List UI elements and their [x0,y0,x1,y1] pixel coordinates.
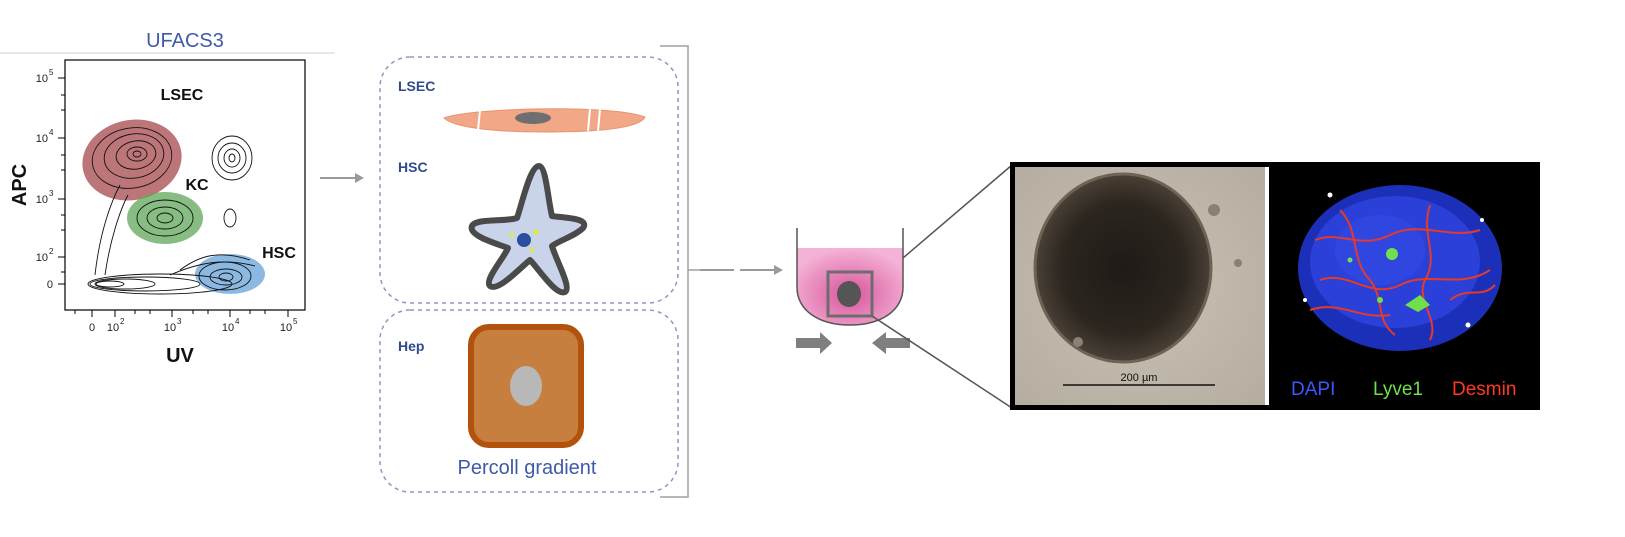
contour-lines [87,127,256,295]
x-tick-3-exp: 3 [177,317,182,326]
rotation-arrow-left [796,332,832,354]
x-tick-5: 10 [280,322,292,334]
flow-cytometry-panel: UFACS3 APC UV 0 10 2 10 3 10 4 10 5 [0,30,335,367]
x-axis-label: UV [166,345,194,367]
bracket [660,45,700,498]
hsc-cell-icon [468,163,588,296]
legend-dapi: DAPI [1291,379,1335,400]
flow-title: UFACS3 [146,30,224,52]
microscopy-panel: 200 µm [1010,162,1540,410]
label-cell-hsc: HSC [398,159,428,175]
x-tick-4: 10 [222,322,234,334]
lsec-cell-icon [443,108,646,133]
cell-types-panel: LSEC HSC Hep Percoll gradient [379,56,679,493]
rotation-arrow-right [872,332,910,354]
hep-cell-icon [468,324,584,448]
y-tick-3-exp: 3 [49,189,54,198]
label-kc: KC [185,177,209,194]
label-hsc: HSC [262,245,296,262]
fluorescence-image: DAPI Lyve1 Desmin [1269,167,1535,405]
x-tick-4-exp: 4 [235,317,240,326]
label-lsec: LSEC [161,87,204,104]
x-tick-2: 10 [107,322,119,334]
y-tick-5: 10 [36,73,48,85]
y-tick-2: 10 [36,252,48,264]
x-tick-0: 0 [89,322,95,334]
percoll-label: Percoll gradient [458,457,597,479]
x-ticks: 0 10 2 10 3 10 4 10 5 [74,310,298,334]
y-tick-4: 10 [36,133,48,145]
y-tick-3: 10 [36,194,48,206]
label-cell-lsec: LSEC [398,78,435,94]
zoom-lines [871,164,1013,409]
brightfield-image: 200 µm [1015,167,1265,405]
hep-box [379,309,679,493]
x-tick-5-exp: 5 [293,317,298,326]
label-cell-hep: Hep [398,338,424,354]
scale-bar-label: 200 µm [1121,372,1158,384]
spheroid-zoom-box [826,270,874,318]
arrow-to-cells [320,173,364,183]
upper-cells-box [379,56,679,304]
y-tick-2-exp: 2 [49,247,54,256]
y-tick-4-exp: 4 [49,128,54,137]
y-tick-0: 0 [47,279,53,291]
culture-well [796,228,910,354]
legend-desmin: Desmin [1452,379,1516,400]
well-spheroid [837,281,861,307]
y-axis-label: APC [9,164,31,206]
arrow-to-well [700,265,783,275]
x-tick-3: 10 [164,322,176,334]
y-tick-5-exp: 5 [49,68,54,77]
legend-lyve1: Lyve1 [1373,379,1423,400]
y-ticks: 0 10 2 10 3 10 4 10 5 [36,68,65,291]
x-tick-2-exp: 2 [120,317,125,326]
